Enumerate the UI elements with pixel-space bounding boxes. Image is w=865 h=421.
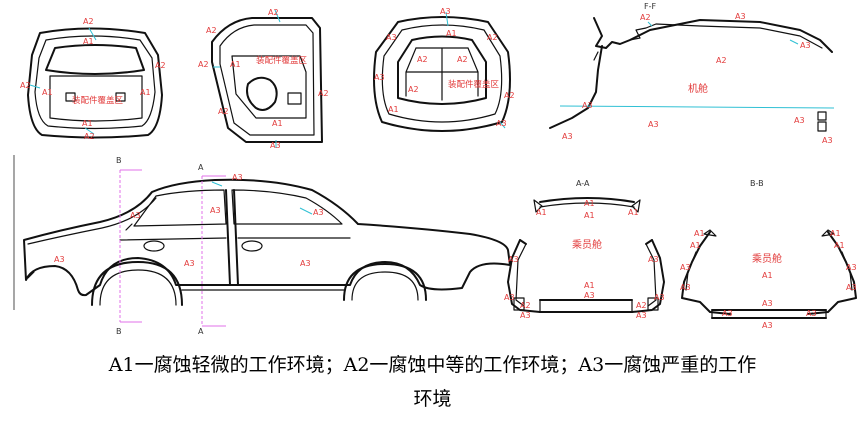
zone-label-a3: A3 — [680, 263, 691, 272]
cover-area-label: 装配件覆盖区 — [72, 95, 124, 106]
section-marker-b: B — [116, 327, 122, 336]
zone-label-a1: A1 — [584, 199, 595, 208]
zone-label-a3: A3 — [54, 255, 65, 264]
engine-bay-label: 机舱 — [688, 82, 708, 95]
legend-caption: A1一腐蚀轻微的工作环境；A2一腐蚀中等的工作环境；A3一腐蚀严重的工作 环境 — [0, 348, 865, 416]
zone-label-a3: A3 — [762, 321, 773, 330]
zone-label-a3: A3 — [562, 132, 573, 141]
zone-label-a3: A3 — [582, 101, 593, 110]
zone-label-a1: A1 — [446, 29, 457, 38]
zone-label-a3: A3 — [374, 73, 385, 82]
zone-label-a3: A3 — [846, 283, 857, 292]
zone-label-a2: A2 — [640, 13, 651, 22]
zone-label-a1: A1 — [272, 119, 283, 128]
passenger-cabin-label: 乘员舱 — [752, 252, 782, 265]
zone-label-a3: A3 — [184, 259, 195, 268]
zone-label-a2: A2 — [218, 107, 229, 116]
section-a-a: A-A A1 A1 A1 A1 乘员舱 A3 A3 A3 A3 A1 A3 A2… — [504, 179, 665, 320]
zone-label-a3: A3 — [822, 136, 833, 145]
zone-label-a1: A1 — [230, 60, 241, 69]
section-marker-a: A — [198, 327, 204, 336]
zone-label-a1: A1 — [82, 119, 93, 128]
zone-label-a2: A2 — [318, 89, 329, 98]
zone-label-a3: A3 — [504, 293, 515, 302]
section-label-f-f: F-F — [644, 2, 656, 11]
tailgate-panel: A2 A1 A2 A1 A2 A1 装配件覆盖区 A1 A2 — [20, 17, 166, 141]
zone-label-a3: A3 — [762, 299, 773, 308]
zone-label-a3: A3 — [313, 208, 324, 217]
zone-label-a3: A3 — [300, 259, 311, 268]
zone-label-a3: A3 — [386, 33, 397, 42]
zone-label-a1: A1 — [762, 271, 773, 280]
zone-label-a2: A2 — [504, 91, 515, 100]
zone-label-a1: A1 — [83, 37, 94, 46]
zone-label-a3: A3 — [232, 173, 243, 182]
zone-label-a1: A1 — [536, 208, 547, 217]
zone-label-a2: A2 — [84, 132, 95, 141]
zone-label-a3: A3 — [584, 291, 595, 300]
zone-label-a3: A3 — [794, 116, 805, 125]
zone-label-a1: A1 — [690, 241, 701, 250]
zone-label-a1: A1 — [834, 241, 845, 250]
caption-line-2: 环境 — [413, 388, 452, 410]
zone-label-a1: A1 — [388, 105, 399, 114]
zone-label-a2: A2 — [83, 17, 94, 26]
zone-label-a3: A3 — [496, 119, 507, 128]
zone-label-a2: A2 — [155, 61, 166, 70]
zone-label-a3: A3 — [846, 263, 857, 272]
car-side-view: B A A3 A3 A3 A3 A3 A3 A3 B A — [13, 155, 511, 336]
zone-label-a1: A1 — [830, 229, 841, 238]
zone-label-a3: A3 — [648, 120, 659, 129]
zone-label-a3: A3 — [680, 283, 691, 292]
zone-label-a3: A3 — [648, 255, 659, 264]
zone-label-a2: A2 — [636, 301, 647, 310]
zone-label-a2: A2 — [417, 55, 428, 64]
zone-label-a2: A2 — [20, 81, 31, 90]
section-marker-a: A — [198, 163, 204, 172]
caption-line-1: A1一腐蚀轻微的工作环境；A2一腐蚀中等的工作环境；A3一腐蚀严重的工作 — [108, 354, 757, 376]
zone-label-a3: A3 — [508, 255, 519, 264]
engine-bay-section: F-F A2 A3 A3 A2 机舱 A3 A3 A3 A3 A3 — [549, 2, 835, 145]
zone-label-a3: A3 — [636, 311, 647, 320]
zone-label-a3: A3 — [806, 309, 817, 318]
zone-label-a3: A3 — [520, 311, 531, 320]
zone-label-a2: A2 — [206, 26, 217, 35]
zone-label-a2: A2 — [457, 55, 468, 64]
passenger-cabin-label: 乘员舱 — [572, 238, 602, 251]
zone-label-a2: A2 — [268, 8, 279, 17]
door-panel: A2 A2 A2 A1 装配件覆盖区 A2 A2 A1 A3 — [198, 8, 329, 150]
zone-label-a3: A3 — [800, 41, 811, 50]
zone-label-a3: A3 — [735, 12, 746, 21]
section-marker-b: B — [116, 156, 122, 165]
zone-label-a2: A2 — [716, 56, 727, 65]
zone-label-a1: A1 — [584, 211, 595, 220]
hood-panel: A3 A1 A3 A2 A2 A2 A3 A2 装配件覆盖区 A2 A1 A3 — [373, 7, 515, 132]
zone-label-a3: A3 — [270, 141, 281, 150]
zone-label-a2: A2 — [408, 85, 419, 94]
cover-area-label: 装配件覆盖区 — [256, 55, 308, 66]
cover-area-label: 装配件覆盖区 — [448, 79, 500, 90]
zone-label-a2: A2 — [198, 60, 209, 69]
zone-label-a1: A1 — [694, 229, 705, 238]
zone-label-a3: A3 — [654, 293, 665, 302]
section-label-a-a: A-A — [576, 179, 590, 188]
zone-label-a1: A1 — [584, 281, 595, 290]
zone-label-a3: A3 — [440, 7, 451, 16]
section-b-b: B-B A1 A1 A1 A1 乘员舱 A3 A3 A1 A3 A3 A3 A3… — [680, 179, 857, 330]
zone-label-a2: A2 — [487, 33, 498, 42]
section-label-b-b: B-B — [750, 179, 764, 188]
zone-label-a1: A1 — [140, 88, 151, 97]
zone-label-a1: A1 — [42, 88, 53, 97]
zone-label-a3: A3 — [130, 211, 141, 220]
zone-label-a3: A3 — [210, 206, 221, 215]
zone-label-a2: A2 — [520, 301, 531, 310]
zone-label-a3: A3 — [722, 309, 733, 318]
zone-label-a1: A1 — [628, 208, 639, 217]
